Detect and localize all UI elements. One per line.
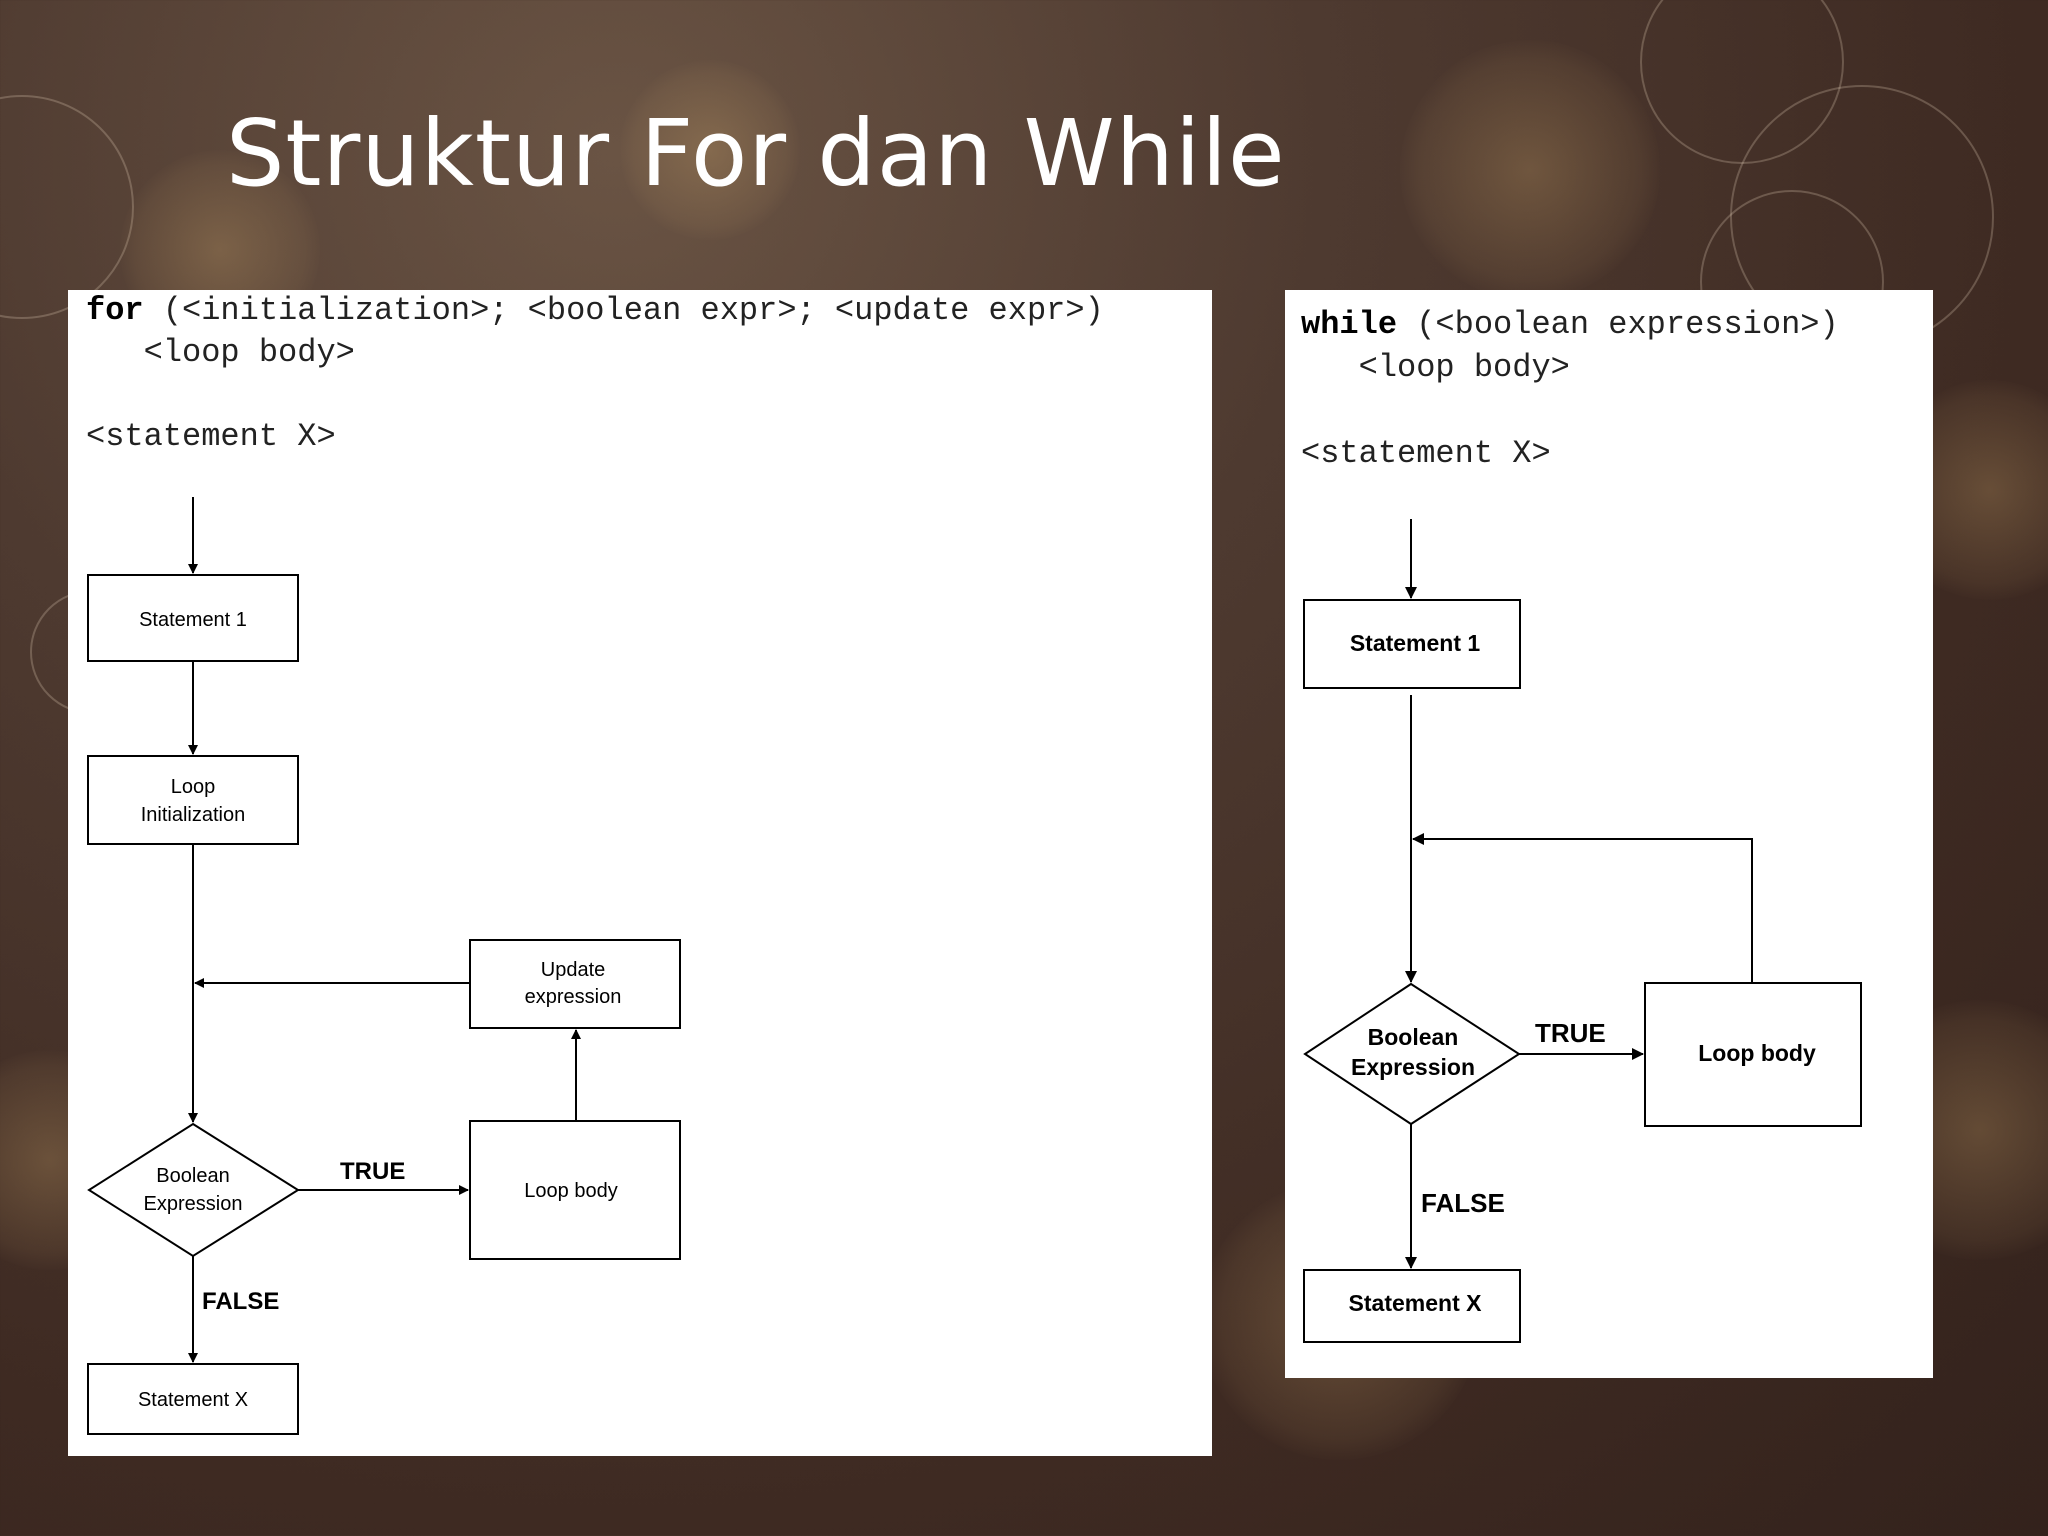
init-label-line1: Loop xyxy=(171,776,216,798)
while-code-rest: (<boolean expression>) xyxy=(1397,306,1839,343)
bokeh-circle xyxy=(1640,0,1844,164)
statement-x-box xyxy=(87,1363,299,1435)
for-keyword: for xyxy=(86,292,144,329)
statement-x-box xyxy=(1303,1269,1521,1343)
for-flowchart: Statement 1 Loop Initialization Update e… xyxy=(87,497,681,1435)
for-loop-panel: for (<initialization>; <boolean expr>; <… xyxy=(68,290,1212,1456)
statement1-box xyxy=(1303,599,1521,689)
true-label: TRUE xyxy=(340,1158,405,1185)
statement-x-label: Statement X xyxy=(1349,1290,1483,1316)
slide-title: Struktur For dan While xyxy=(226,100,1286,207)
loop-init-box xyxy=(87,755,299,845)
bokeh-blob xyxy=(1400,40,1660,300)
statement1-box xyxy=(87,574,299,662)
loop-body-label: Loop body xyxy=(524,1180,617,1202)
boolean-diamond xyxy=(87,1122,300,1258)
update-box xyxy=(469,939,681,1029)
update-label-line1: Update xyxy=(541,959,606,981)
false-label: FALSE xyxy=(202,1288,279,1315)
while-flowchart: Statement 1 Boolean Expression Loop body… xyxy=(1303,519,1862,1343)
while-code-line-3: <statement X> xyxy=(1301,435,1551,472)
bokeh-circle xyxy=(0,95,134,319)
boolean-label-line2: Expression xyxy=(144,1193,243,1215)
for-code-line-1: for (<initialization>; <boolean expr>; <… xyxy=(86,290,1104,332)
boolean-label-line2: Expression xyxy=(1351,1054,1475,1080)
loop-body-box xyxy=(1644,982,1862,1127)
init-label-line2: Initialization xyxy=(141,804,246,826)
boolean-label-line1: Boolean xyxy=(156,1165,229,1187)
while-loop-panel: while (<boolean expression>) <loop body>… xyxy=(1285,290,1933,1378)
statement-x-label: Statement X xyxy=(138,1389,248,1411)
loop-body-label: Loop body xyxy=(1698,1040,1816,1066)
while-code-line-2: <loop body> xyxy=(1301,349,1570,386)
statement1-label: Statement 1 xyxy=(139,609,247,631)
for-code-line-3: <statement X> xyxy=(86,418,336,455)
while-keyword: while xyxy=(1301,306,1398,343)
while-code-line-1: while (<boolean expression>) xyxy=(1301,304,1839,346)
statement1-label: Statement 1 xyxy=(1350,630,1481,656)
update-label-line2: expression xyxy=(525,986,622,1008)
for-code-rest: (<initialization>; <boolean expr>; <upda… xyxy=(143,292,1104,329)
boolean-label-line1: Boolean xyxy=(1368,1024,1459,1050)
for-code-line-2: <loop body> xyxy=(86,334,355,371)
false-label: FALSE xyxy=(1421,1188,1505,1218)
true-label: TRUE xyxy=(1535,1018,1606,1048)
loop-return-arrow xyxy=(1412,833,1753,983)
